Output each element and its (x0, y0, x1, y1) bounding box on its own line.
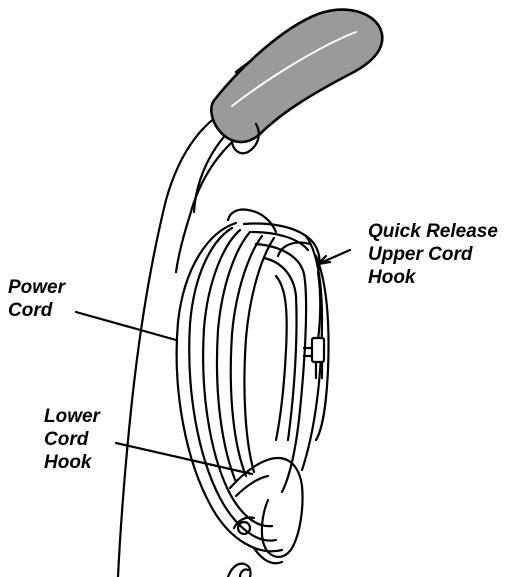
handle-grip (211, 10, 382, 154)
quick-release-upper-cord-hook-label: Quick Release Upper Cord Hook (368, 220, 498, 289)
label-line: Upper Cord (368, 243, 498, 266)
label-line: Hook (368, 266, 498, 289)
label-line: Power (8, 276, 65, 299)
label-line: Cord (8, 299, 65, 322)
label-line: Lower (44, 405, 100, 428)
quick-release-leader (318, 250, 350, 264)
label-line: Hook (44, 451, 100, 474)
label-line: Quick Release (368, 220, 498, 243)
upper-mount (228, 209, 276, 232)
cord-coil (177, 223, 329, 551)
lower-cord-hook-leader (116, 443, 252, 474)
power-cord-leader (76, 312, 176, 340)
lower-cord-hook-label: Lower Cord Hook (44, 405, 100, 474)
base-fragment (228, 564, 251, 577)
power-cord-label: Power Cord (8, 276, 65, 322)
label-line: Cord (44, 428, 100, 451)
